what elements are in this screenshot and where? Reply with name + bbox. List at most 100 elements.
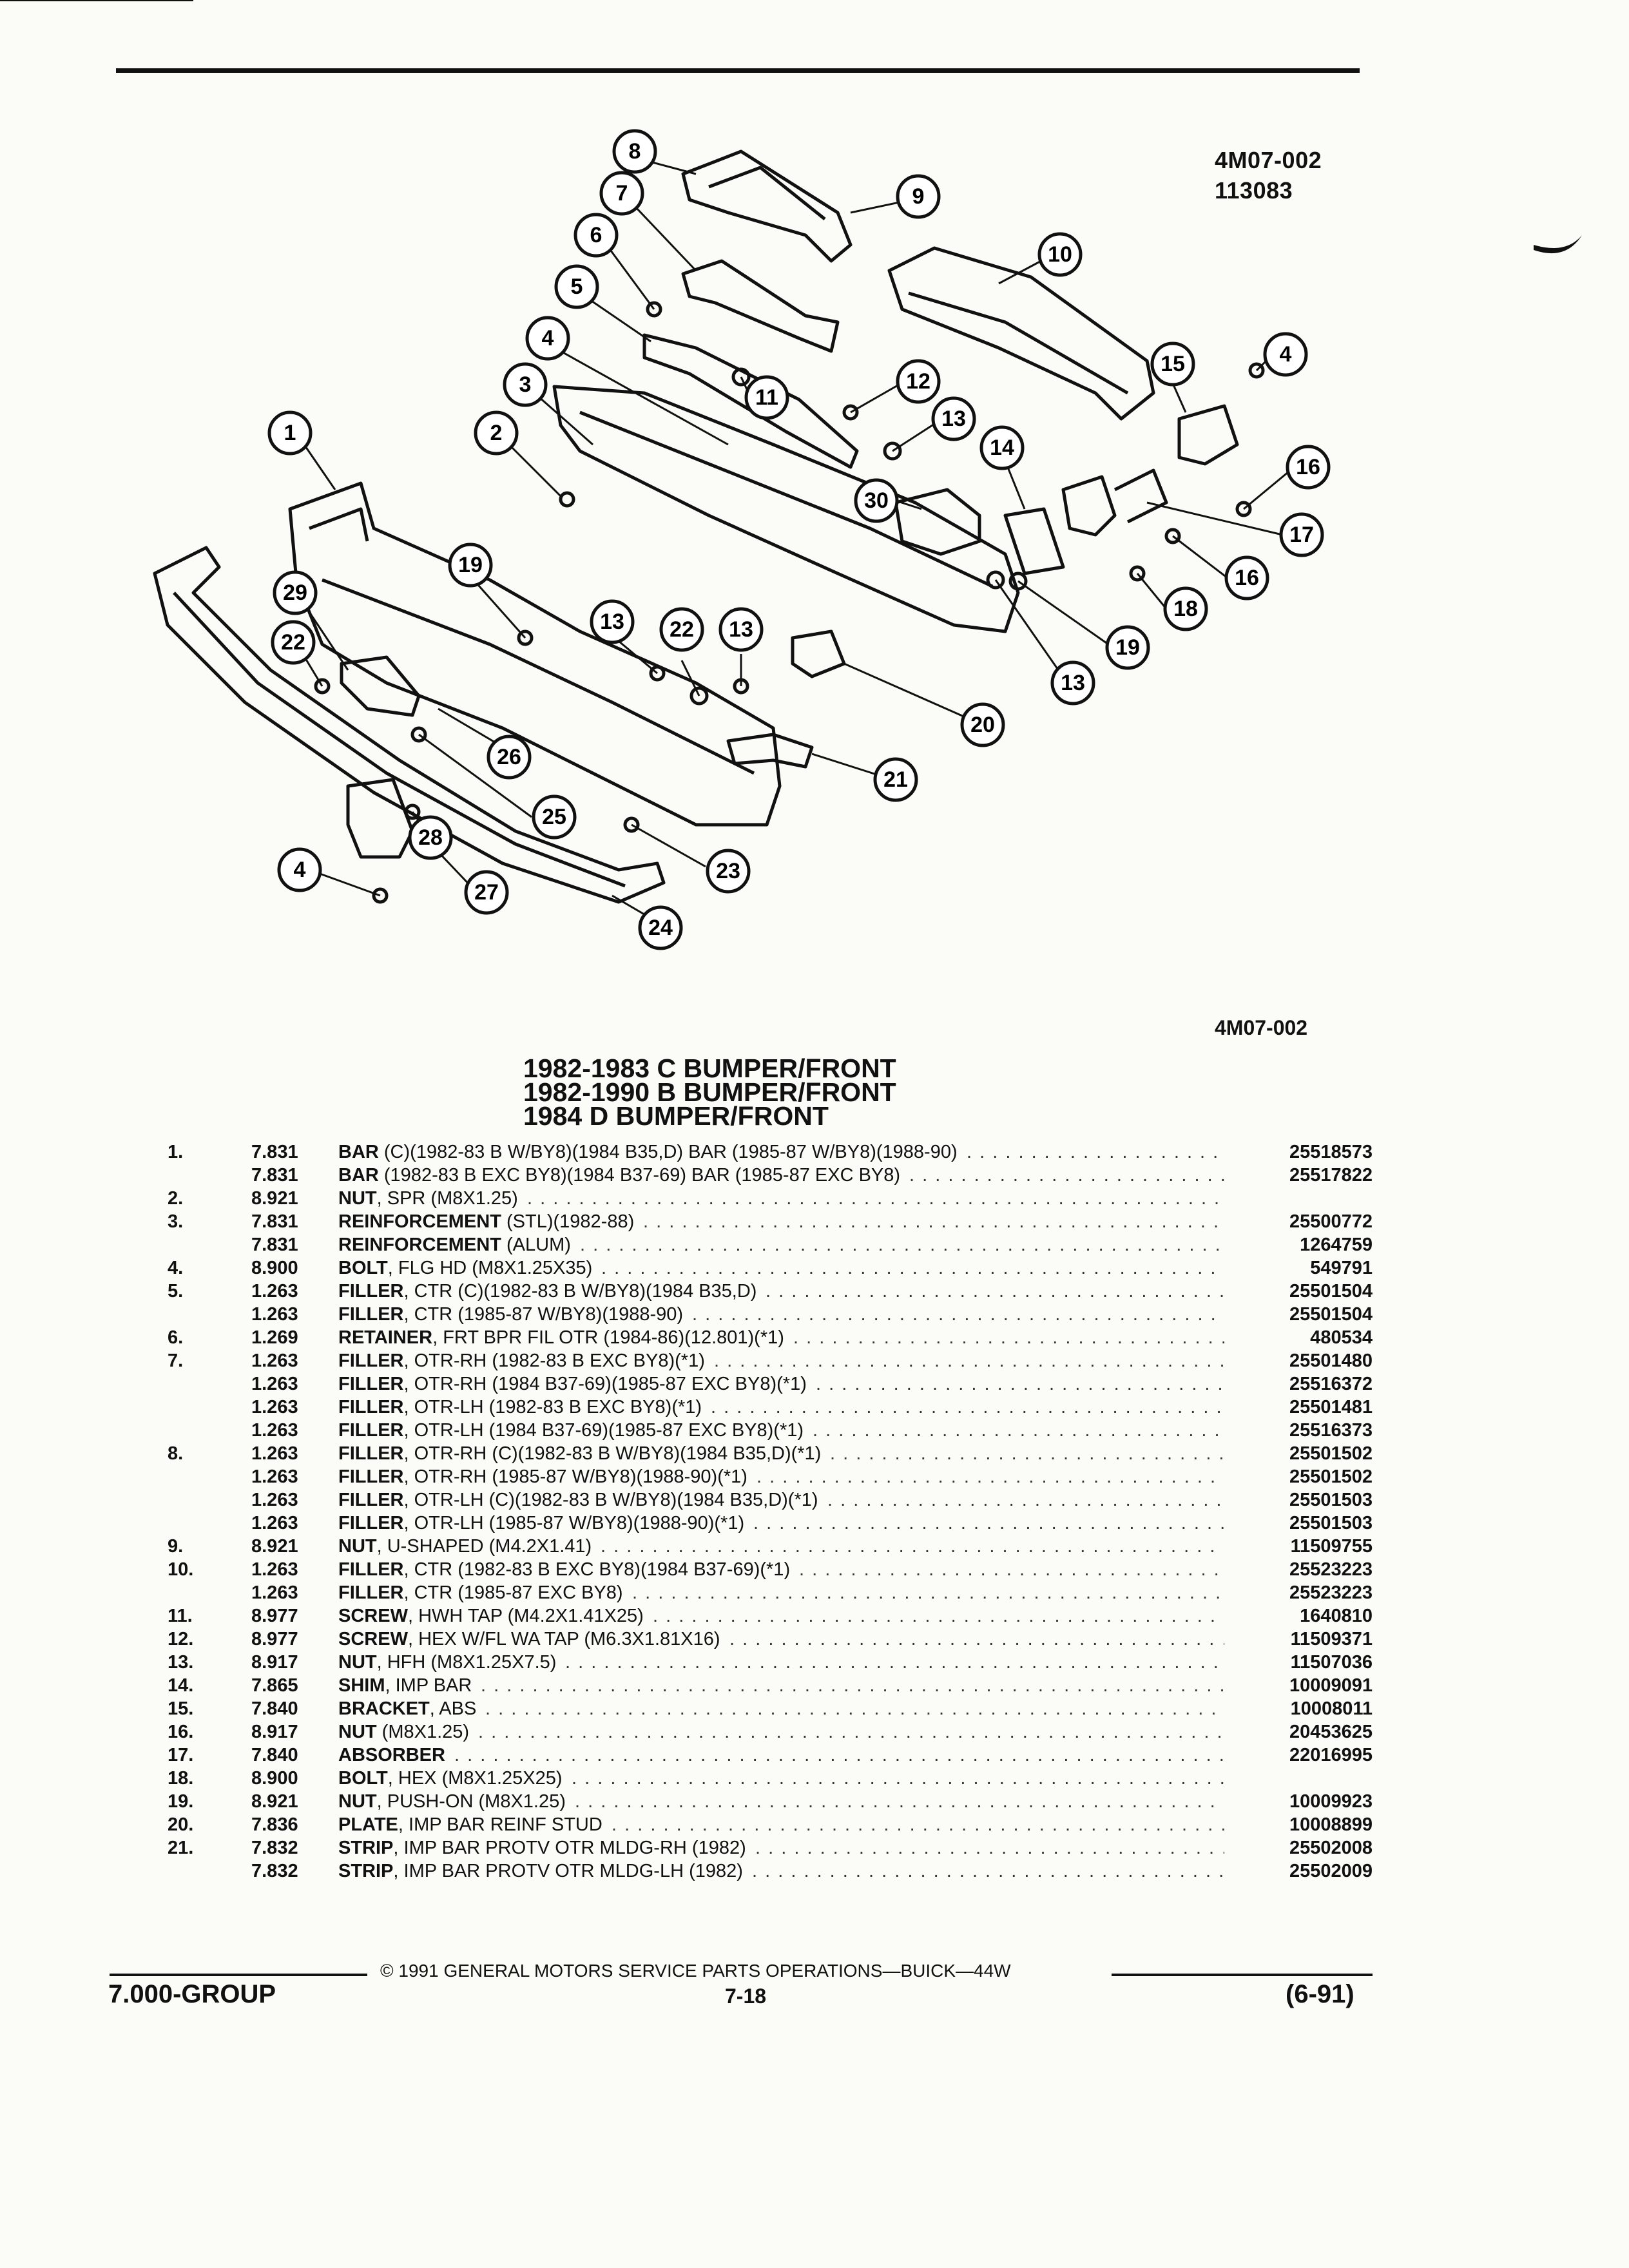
part-name: NUT [338, 1536, 377, 1557]
part-name: FILLER [338, 1420, 404, 1441]
callout-29: 29 [273, 570, 318, 615]
part-number: 25501503 [1289, 1513, 1373, 1533]
svg-text:6: 6 [590, 223, 602, 247]
group-number: 7.831 [251, 1211, 298, 1232]
part-detail: , OTR-LH (1985-87 W/BY8)(1988-90)(*1) [403, 1513, 745, 1533]
drawing-date-code: 113083 [1215, 177, 1293, 204]
leader-dots: . . . . . . . . . . . . . . . . . . . . … [766, 1281, 1224, 1302]
callout-22b: 22 [271, 620, 316, 665]
callout-13a: 13 [931, 396, 976, 441]
top-rule [116, 68, 1360, 73]
svg-text:29: 29 [283, 581, 307, 605]
part-name: BAR [338, 1142, 379, 1162]
part-name: FILLER [338, 1559, 404, 1580]
callout-7: 7 [599, 171, 644, 216]
leader-dots: . . . . . . . . . . . . . . . . . . . . … [714, 1350, 1224, 1371]
item-number: 12. [168, 1629, 194, 1649]
leader-dots: . . . . . . . . . . . . . . . . . . . . … [565, 1652, 1224, 1673]
leader-dots: . . . . . . . . . . . . . . . . . . . . … [481, 1675, 1224, 1696]
part-description: BRACKET, ABS [338, 1698, 476, 1720]
part-number: 25500772 [1289, 1211, 1373, 1232]
part-description: FILLER, OTR-LH (1982-83 B EXC BY8)(*1) [338, 1397, 702, 1418]
part-number: 25501503 [1289, 1490, 1373, 1510]
group-number: 1.263 [251, 1513, 298, 1533]
group-number: 1.263 [251, 1443, 298, 1464]
callout-11: 11 [744, 375, 789, 420]
part-description: ABSORBER [338, 1745, 445, 1766]
part-number: 25502009 [1289, 1861, 1373, 1881]
svg-text:12: 12 [906, 369, 930, 394]
svg-text:20: 20 [970, 713, 995, 737]
part-name: NUT [338, 1722, 377, 1742]
part-description: FILLER, CTR (C)(1982-83 B W/BY8)(1984 B3… [338, 1281, 757, 1302]
group-number: 7.840 [251, 1745, 298, 1765]
item-number: 7. [168, 1350, 184, 1371]
callouts: 1 2 3 4 5 6 7 8 9 10 11 12 13 14 15 4 16… [267, 129, 1331, 950]
part-description: FILLER, OTR-LH (C)(1982-83 B W/BY8)(1984… [338, 1490, 818, 1511]
callout-30: 30 [854, 478, 899, 523]
part-detail: (ALUM) [501, 1235, 571, 1255]
leader-dots: . . . . . . . . . . . . . . . . . . . . … [572, 1768, 1224, 1789]
item-number: 13. [168, 1652, 194, 1673]
callout-25: 25 [532, 794, 577, 840]
part-description: NUT, HFH (M8X1.25X7.5) [338, 1652, 556, 1673]
group-number: 7.831 [251, 1142, 298, 1162]
part-description: FILLER, OTR-LH (1985-87 W/BY8)(1988-90)(… [338, 1513, 744, 1534]
callout-2: 2 [474, 410, 519, 456]
part-name: FILLER [338, 1304, 404, 1325]
svg-text:7: 7 [616, 181, 628, 206]
group-number: 7.832 [251, 1861, 298, 1881]
callout-13b: 13 [1050, 660, 1095, 706]
leader-dots: . . . . . . . . . . . . . . . . . . . . … [601, 1536, 1224, 1557]
callout-27: 27 [464, 870, 509, 915]
part-number: 1264759 [1300, 1235, 1373, 1255]
svg-text:19: 19 [458, 553, 483, 577]
parts-row: 1.263 FILLER, OTR-LH (1985-87 W/BY8)(1988… [161, 1513, 1373, 1536]
part-name: FILLER [338, 1443, 404, 1464]
leader-dots: . . . . . . . . . . . . . . . . . . . . … [816, 1374, 1224, 1394]
part-name: BAR [338, 1165, 379, 1186]
svg-text:13: 13 [941, 407, 966, 431]
svg-text:9: 9 [912, 184, 925, 209]
part-name: FILLER [338, 1582, 404, 1603]
leader-dots: . . . . . . . . . . . . . . . . . . . . … [612, 1814, 1224, 1835]
callout-1: 1 [267, 410, 313, 456]
group-number: 8.977 [251, 1629, 298, 1649]
svg-text:26: 26 [497, 745, 521, 769]
part-number: 25523223 [1289, 1559, 1373, 1580]
part-description: PLATE, IMP BAR REINF STUD [338, 1814, 602, 1836]
svg-text:11: 11 [755, 385, 778, 410]
callout-9: 9 [896, 174, 941, 219]
part-detail: , HEX W/FL WA TAP (M6.3X1.81X16) [407, 1629, 720, 1649]
item-number: 16. [168, 1722, 194, 1742]
item-number: 19. [168, 1791, 194, 1812]
part-number: 11507036 [1290, 1652, 1373, 1673]
leader-dots: . . . . . . . . . . . . . . . . . . . . … [827, 1490, 1224, 1510]
bumper-parts-drawing [153, 149, 1265, 904]
part-number: 25501504 [1289, 1281, 1373, 1302]
svg-text:23: 23 [716, 859, 740, 883]
part-description: FILLER, CTR (1985-87 W/BY8)(1988-90) [338, 1304, 683, 1325]
item-number: 8. [168, 1443, 184, 1464]
group-number: 8.917 [251, 1722, 298, 1742]
leader-dots: . . . . . . . . . . . . . . . . . . . . … [632, 1582, 1224, 1603]
part-description: BAR (1982-83 B EXC BY8)(1984 B37-69) BAR… [338, 1165, 900, 1186]
binding-marks [1534, 235, 1582, 254]
part-number: 10008899 [1289, 1814, 1373, 1835]
part-description: REINFORCEMENT (ALUM) [338, 1235, 571, 1256]
part-detail: , HEX (M8X1.25X25) [387, 1768, 563, 1789]
group-number: 1.263 [251, 1466, 298, 1487]
callout-15: 15 [1150, 341, 1195, 387]
leader-dots: . . . . . . . . . . . . . . . . . . . . … [813, 1420, 1224, 1441]
part-name: FILLER [338, 1374, 404, 1394]
revision-date: (6-91) [1286, 1980, 1354, 2008]
